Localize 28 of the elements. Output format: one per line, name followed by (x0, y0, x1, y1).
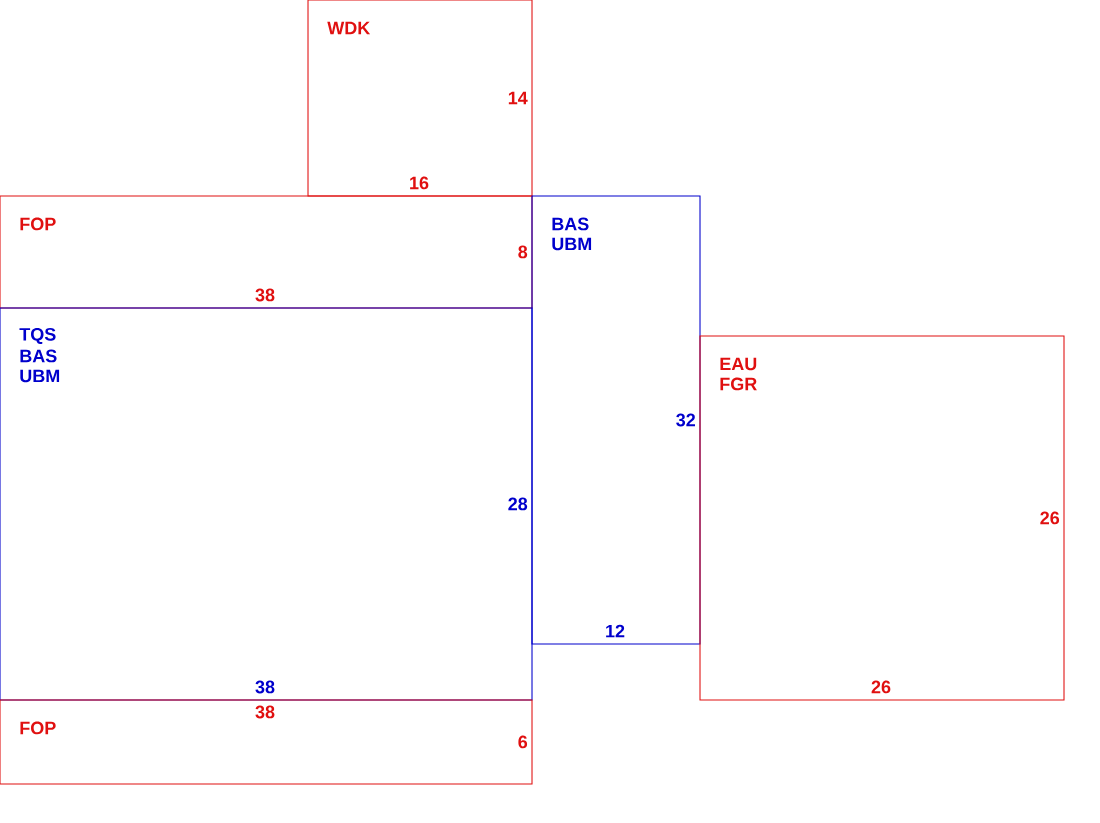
room-box (531, 195, 701, 645)
room-label: WDK (327, 21, 371, 35)
dimension-label: 38 (255, 680, 275, 694)
room-box (307, 0, 533, 197)
dimension-label: 12 (606, 624, 625, 638)
room-label: TQS (19, 327, 56, 345)
room-label: UBM (552, 237, 592, 251)
room-label: FOP (20, 721, 56, 735)
room-box (699, 335, 1065, 701)
dimension-label: 38 (255, 288, 275, 302)
dimension-label: 26 (871, 680, 891, 694)
dimension-label: 28 (508, 497, 528, 511)
dimension-label: 26 (1040, 511, 1060, 525)
room-label: BAS (552, 217, 589, 231)
room-box (0, 195, 533, 309)
dimension-label: 8 (518, 245, 528, 259)
room-label: EAU (720, 357, 757, 371)
room-label: FOP (20, 217, 56, 231)
dimension-label: 38 (255, 705, 275, 719)
room-box (0, 307, 533, 701)
room-label: FGR (720, 377, 757, 391)
room-box (0, 699, 533, 785)
room-label: BAS (20, 349, 57, 363)
room-label: UBM (20, 369, 60, 383)
dimension-label: 14 (508, 91, 528, 105)
dimension-label: 32 (676, 413, 695, 427)
dimension-label: 6 (518, 735, 528, 749)
dimension-label: 16 (410, 176, 429, 190)
